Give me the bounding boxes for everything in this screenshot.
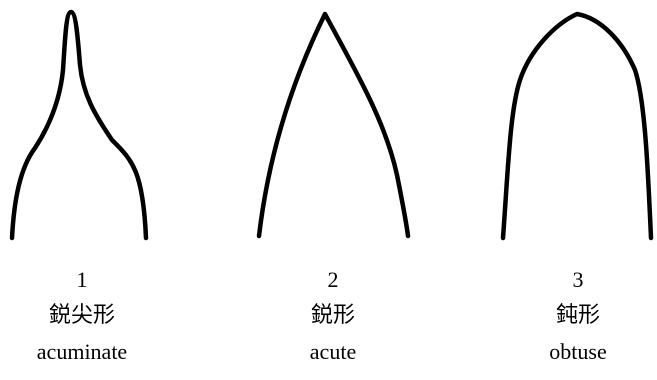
- caption-obtuse: 3 鈍形 obtuse: [498, 262, 657, 370]
- english-label: acuminate: [36, 339, 128, 364]
- japanese-label: 鋭形: [310, 303, 355, 328]
- obtuse-leaf-apex-icon: [500, 11, 654, 241]
- shape-number: 1: [76, 267, 88, 292]
- caption-acute: 2 鋭形 acute: [253, 262, 413, 370]
- caption-acuminate: 1 鋭尖形 acuminate: [2, 262, 162, 370]
- english-label: obtuse: [549, 339, 607, 364]
- shape-number: 2: [327, 267, 339, 292]
- japanese-label: 鈍形: [555, 303, 600, 328]
- japanese-label: 鋭尖形: [48, 303, 115, 328]
- acuminate-leaf-apex-icon: [9, 9, 149, 241]
- english-label: acute: [309, 339, 357, 364]
- acute-leaf-apex-icon: [256, 11, 411, 239]
- shape-number: 3: [572, 267, 584, 292]
